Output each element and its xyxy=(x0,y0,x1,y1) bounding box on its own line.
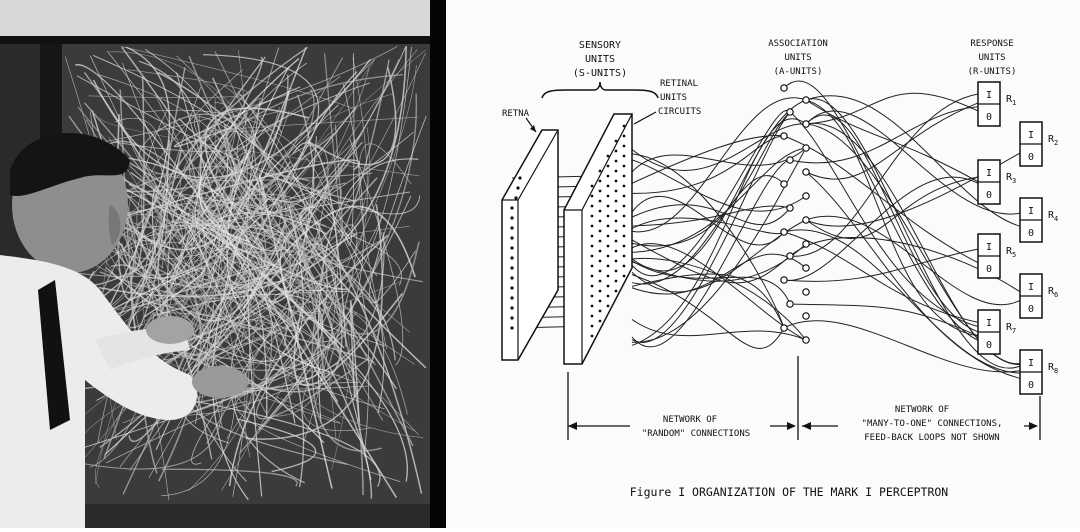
association-unit xyxy=(780,84,788,92)
response-unit-6: I 0 R6 xyxy=(1019,273,1058,319)
many-to-one-line2: "MANY-TO-ONE" CONNECTIONS, xyxy=(862,419,1003,429)
retina-plane xyxy=(501,129,559,361)
figure-caption: Figure I ORGANIZATION OF THE MARK I PERC… xyxy=(630,485,949,499)
association-unit xyxy=(780,324,788,332)
response-top-value: I xyxy=(1028,282,1034,293)
response-label: R6 xyxy=(1048,286,1058,299)
retinal-label-line3: CIRCUITS xyxy=(658,107,701,117)
assoc-label-line3: (A-UNITS) xyxy=(774,67,823,77)
response-label: R7 xyxy=(1006,322,1016,335)
response-bottom-value: 0 xyxy=(1028,228,1034,239)
association-unit xyxy=(786,108,794,116)
response-top-value: I xyxy=(1028,206,1034,217)
association-unit xyxy=(802,336,810,344)
association-unit xyxy=(802,264,810,272)
response-label: R1 xyxy=(1006,94,1016,107)
assoc-label-line2: UNITS xyxy=(784,53,811,63)
response-bottom-value: 0 xyxy=(986,340,992,351)
response-unit-7: I 0 R7 xyxy=(977,309,1016,355)
association-unit xyxy=(780,132,788,140)
response-bottom-value: 0 xyxy=(1028,380,1034,391)
wire-tangle xyxy=(60,46,427,501)
response-top-value: I xyxy=(986,90,992,101)
response-label: R4 xyxy=(1048,210,1058,223)
response-unit-2: I 0 R2 xyxy=(1019,121,1058,167)
panel-divider xyxy=(430,0,446,528)
photo-panel xyxy=(0,0,430,528)
association-unit xyxy=(802,216,810,224)
response-unit-4: I 0 R4 xyxy=(1019,197,1058,243)
association-unit xyxy=(802,96,810,104)
response-label-line3: (R-UNITS) xyxy=(968,67,1017,77)
perceptron-diagram: SENSORY UNITS (S-UNITS) RETNA RETINAL UN… xyxy=(446,0,1080,528)
response-top-value: I xyxy=(1028,130,1034,141)
retinal-units-plane xyxy=(563,113,633,365)
association-unit xyxy=(780,180,788,188)
many-to-one-line3: FEED-BACK LOOPS NOT SHOWN xyxy=(864,433,999,443)
response-label: R5 xyxy=(1006,246,1016,259)
association-unit xyxy=(780,276,788,284)
association-unit xyxy=(802,168,810,176)
response-bottom-value: 0 xyxy=(1028,152,1034,163)
sensory-brace xyxy=(541,81,659,99)
response-top-value: I xyxy=(1028,358,1034,369)
retinal-label-line1: RETINAL xyxy=(660,79,698,89)
retina-label: RETNA xyxy=(502,109,530,119)
response-label: R3 xyxy=(1006,172,1016,185)
association-unit xyxy=(802,120,810,128)
response-label: R8 xyxy=(1048,362,1058,375)
response-bottom-value: 0 xyxy=(986,190,992,201)
association-unit xyxy=(802,192,810,200)
association-units xyxy=(780,84,810,344)
association-unit xyxy=(786,252,794,260)
association-unit xyxy=(786,204,794,212)
sensory-label-line1: SENSORY xyxy=(579,40,621,51)
association-unit xyxy=(802,144,810,152)
man-figure xyxy=(0,132,248,528)
association-unit xyxy=(802,240,810,248)
response-unit-5: I 0 R5 xyxy=(977,233,1016,279)
response-top-value: I xyxy=(986,242,992,253)
assoc-label-line1: ASSOCIATION xyxy=(768,39,828,49)
response-label-line2: UNITS xyxy=(978,53,1005,63)
response-unit-8: I 0 R8 xyxy=(1019,349,1058,395)
retinal-label-line2: UNITS xyxy=(660,93,687,103)
sensory-label-line2: UNITS xyxy=(585,54,615,65)
response-top-value: I xyxy=(986,168,992,179)
response-top-value: I xyxy=(986,318,992,329)
response-label-line1: RESPONSE xyxy=(970,39,1013,49)
association-unit xyxy=(786,156,794,164)
random-network-line1: NETWORK OF xyxy=(663,415,717,425)
many-to-one-line1: NETWORK OF xyxy=(895,405,949,415)
diagram-svg: SENSORY UNITS (S-UNITS) RETNA RETINAL UN… xyxy=(501,39,1058,499)
association-unit xyxy=(802,312,810,320)
response-bottom-value: 0 xyxy=(1028,304,1034,315)
association-unit xyxy=(802,288,810,296)
sensory-label-line3: (S-UNITS) xyxy=(573,68,627,79)
association-unit xyxy=(786,300,794,308)
response-bottom-value: 0 xyxy=(986,112,992,123)
response-label: R2 xyxy=(1048,134,1058,147)
association-unit xyxy=(780,228,788,236)
response-bottom-value: 0 xyxy=(986,264,992,275)
photo-illustration xyxy=(0,0,430,528)
response-unit-3: I 0 R3 xyxy=(977,159,1016,205)
response-unit-1: I 0 R1 xyxy=(977,81,1016,127)
random-network-line2: "RANDOM" CONNECTIONS xyxy=(642,429,750,439)
